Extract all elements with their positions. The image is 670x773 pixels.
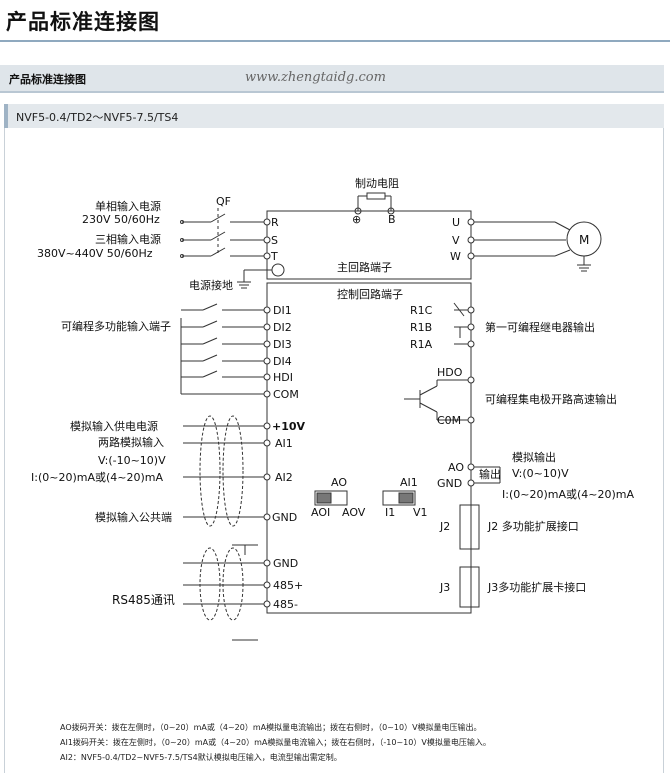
section-bar: 产品标准连接图 www.zhengtaidg.com (0, 65, 664, 93)
j3-label: J3 (439, 581, 450, 594)
output-word: 输出 (479, 467, 501, 481)
page-title: 产品标准连接图 (6, 10, 160, 34)
title-divider (0, 40, 670, 42)
ao-current: I:(0~20)mA或(4~20)mA (502, 488, 634, 501)
i1-label: I1 (385, 506, 395, 519)
analog-supply-label: 模拟输入供电电源 (70, 419, 158, 433)
v1-label: V1 (413, 506, 428, 519)
j2-label: J2 (439, 520, 450, 533)
ao-dip-switch (314, 490, 348, 506)
single-phase-label: 单相输入电源 (95, 199, 161, 213)
terminal-di2: DI2 (273, 321, 292, 334)
terminal-gnd-ao: GND (437, 477, 462, 490)
terminal-r1b: R1B (410, 321, 432, 334)
model-label: NVF5-0.4/TD2～NVF5-7.5/TS4 (16, 111, 179, 124)
section-label: 产品标准连接图 (9, 73, 86, 86)
ai1-switch-label: AI1 (400, 476, 418, 489)
two-analog-i: I:(0~20)mA或(4~20)mA (31, 471, 163, 484)
terminal-10v: +10V (272, 420, 306, 433)
terminal-v: V (452, 234, 460, 247)
three-phase-spec: 380V~440V 50/60Hz (37, 247, 153, 260)
j2-connector (459, 504, 480, 550)
two-analog-v: V:(-10~10)V (98, 454, 166, 467)
j2-desc: J2 多功能扩展接口 (487, 519, 579, 533)
relay-output-label: 第一可编程继电器输出 (485, 320, 595, 334)
control-circuit-box (266, 282, 472, 614)
notes: AO拨码开关：拨在左侧时，（0~20）mA或（4~20）mA模拟量电流输出；拨在… (60, 720, 491, 765)
terminal-di4: DI4 (273, 355, 292, 368)
aoi-label: AOI (311, 506, 330, 519)
terminal-485p: 485+ (273, 579, 303, 592)
brake-resistor-label: 制动电阻 (355, 177, 399, 190)
terminal-u: U (452, 216, 460, 229)
terminal-gnd2: GND (273, 557, 298, 570)
terminal-hdi: HDI (273, 371, 293, 384)
two-analog-label: 两路模拟输入 (98, 435, 164, 449)
terminal-com2: C0M (437, 414, 461, 427)
model-bar: NVF5-0.4/TD2～NVF5-7.5/TS4 (4, 104, 664, 128)
single-phase-spec: 230V 50/60Hz (82, 213, 160, 226)
main-circuit-label: 主回路端子 (337, 261, 392, 274)
brake-resistor-symbol (366, 192, 386, 200)
j3-connector (459, 566, 480, 608)
analog-common-label: 模拟输入公共端 (95, 510, 172, 524)
terminal-di1: DI1 (273, 304, 292, 317)
terminal-hdo: HDO (437, 366, 463, 379)
terminal-485n: 485- (273, 598, 298, 611)
control-circuit-label: 控制回路端子 (337, 287, 403, 301)
terminal-r1a: R1A (410, 338, 433, 351)
rs485-label: RS485通讯 (112, 593, 175, 607)
terminal-gnd: GND (272, 511, 297, 524)
terminal-t: T (270, 250, 278, 263)
ao-switch-label: AO (331, 476, 347, 489)
terminal-w: W (450, 250, 461, 263)
terminal-ai2: AI2 (275, 471, 293, 484)
brake-plus-label: ⊕ (352, 213, 361, 226)
analog-output-label: 模拟输出 (512, 450, 556, 464)
multi-input-label: 可编程多功能输入端子 (61, 319, 171, 333)
terminal-ao: AO (448, 461, 464, 474)
diagram-frame (4, 128, 664, 773)
main-circuit-box (266, 210, 472, 280)
motor-label: M (579, 233, 589, 247)
terminal-com: COM (273, 388, 299, 401)
note-ai1: AI1拨码开关：拨在左侧时，（0~20）mA或（4~20）mA模拟量电流输入；拨… (60, 738, 491, 747)
j3-desc: J3多功能扩展卡接口 (487, 580, 586, 594)
watermark: www.zhengtaidg.com (245, 70, 386, 85)
terminal-s: S (271, 234, 278, 247)
terminal-ai1: AI1 (275, 437, 293, 450)
note-ai2: AI2：NVF5-0.4/TD2~NVF5-7.5/TS4默认模拟电压输入，电流… (60, 753, 342, 762)
qf-label: QF (216, 195, 231, 208)
ai1-dip-switch (382, 490, 416, 506)
terminal-r1c: R1C (410, 304, 433, 317)
terminal-di3: DI3 (273, 338, 292, 351)
brake-b-label: B (388, 213, 396, 226)
aov-label: AOV (342, 506, 366, 519)
power-ground-label: 电源接地 (189, 278, 233, 292)
terminal-r: R (271, 216, 279, 229)
ao-voltage: V:(0~10)V (512, 467, 569, 480)
hs-output-label: 可编程集电极开路高速输出 (485, 392, 617, 406)
three-phase-label: 三相输入电源 (95, 232, 161, 246)
note-ao: AO拨码开关：拨在左侧时，（0~20）mA或（4~20）mA模拟量电流输出；拨在… (60, 723, 482, 732)
